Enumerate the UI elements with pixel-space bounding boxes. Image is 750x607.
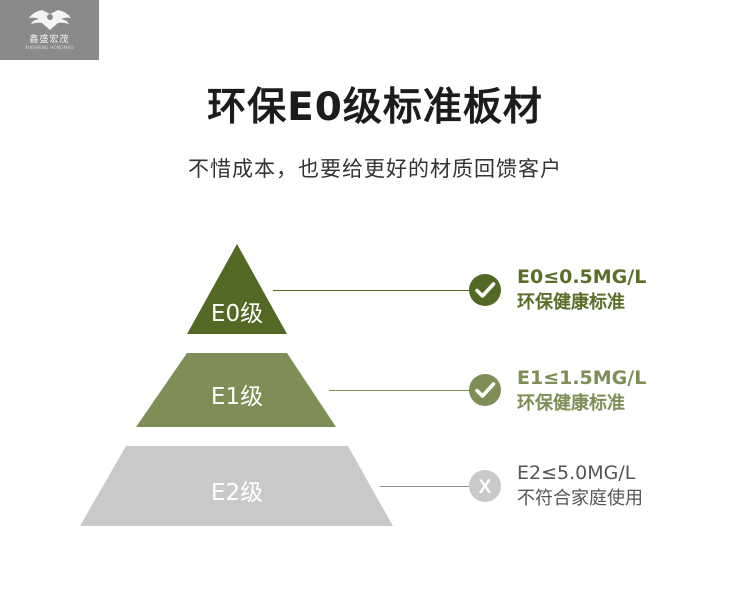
page-title: 环保E0级标准板材 xyxy=(207,85,543,130)
pyramid-tier-e2 xyxy=(80,446,393,526)
winged-shield-icon xyxy=(29,10,71,30)
leader-line-e1 xyxy=(329,390,469,391)
brand-logo: 鑫盛宏茂 XINSHENG HONGMAO xyxy=(0,0,99,60)
pyramid-tier-e1 xyxy=(136,353,336,427)
status-badge-e0 xyxy=(469,274,501,306)
page-subtitle: 不惜成本，也要给更好的材质回馈客户 xyxy=(188,157,562,181)
status-badge-e1 xyxy=(469,374,501,406)
x-icon: X xyxy=(479,477,492,498)
spec-standard-e0: 环保健康标准 xyxy=(517,292,625,313)
checkmark-icon xyxy=(475,282,496,298)
spec-e1: E1≤1.5MG/L 环保健康标准 xyxy=(517,365,646,417)
spec-standard-e2: 不符合家庭使用 xyxy=(517,488,643,509)
checkmark-icon xyxy=(475,382,496,398)
spec-e0: E0≤0.5MG/L 环保健康标准 xyxy=(517,264,646,316)
tier-label-e1: E1级 xyxy=(210,384,264,410)
logo-text: 鑫盛宏茂 xyxy=(29,35,70,45)
leader-line-e2 xyxy=(380,486,469,487)
x-mark: X xyxy=(479,477,492,498)
spec-standard-e1: 环保健康标准 xyxy=(517,393,625,414)
spec-e2: E2≤5.0MG/L 不符合家庭使用 xyxy=(517,460,643,512)
spec-limit-e0: E0≤0.5MG/L xyxy=(517,266,647,288)
spec-limit-e1: E1≤1.5MG/L xyxy=(517,367,647,389)
tier-label-e2: E2级 xyxy=(210,480,264,506)
pyramid-tier-e0 xyxy=(187,244,287,334)
leader-line-e0 xyxy=(273,290,469,291)
status-badge-e2: X xyxy=(469,470,501,502)
tier-label-e0: E0级 xyxy=(210,301,264,327)
spec-limit-e2: E2≤5.0MG/L xyxy=(517,462,636,484)
logo-subtext: XINSHENG HONGMAO xyxy=(25,45,74,50)
